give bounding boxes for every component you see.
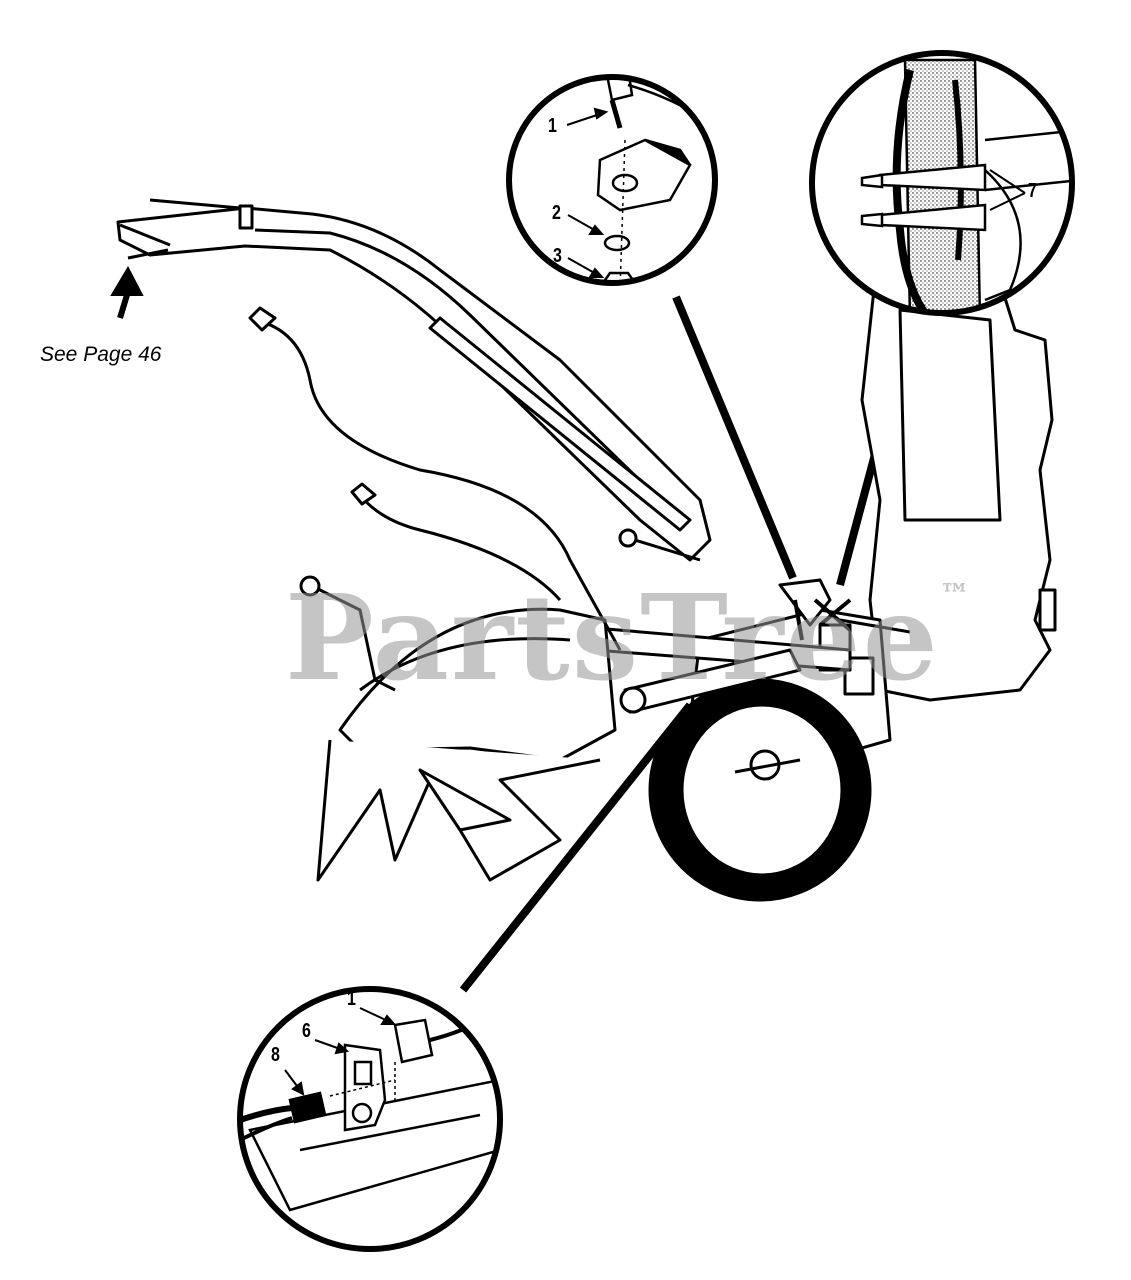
handlebar-inner	[149, 198, 241, 210]
tiller-body	[116, 198, 1057, 902]
callout-label-6: 6	[302, 1020, 311, 1042]
inset-bracket	[240, 989, 500, 1249]
see-page-arrow	[117, 294, 130, 319]
lock-washer	[603, 234, 631, 252]
frame-rail	[248, 1078, 500, 1212]
callout-label-2: 2	[552, 202, 561, 224]
callout-label-8: 8	[271, 1044, 280, 1066]
watermark: PartsTree™	[285, 568, 972, 707]
see-page-note: See Page 46	[40, 343, 162, 366]
callout-label-1-bottom: 1	[347, 988, 356, 1010]
callout-label-7: 7	[1028, 180, 1037, 202]
nut	[601, 271, 637, 283]
inset-cable-ties	[812, 53, 1072, 313]
connector	[288, 1091, 327, 1124]
callout-label-3: 3	[553, 245, 562, 267]
handlebar-upper	[116, 206, 712, 562]
callout-arrows	[110, 107, 609, 1096]
bolt	[604, 77, 634, 102]
handlebar-slot	[428, 316, 692, 532]
depth-bar	[309, 583, 396, 692]
control-cable-2	[358, 494, 562, 601]
control-cable-1	[254, 318, 622, 651]
engine	[860, 268, 1054, 702]
inset-hardware	[509, 77, 715, 283]
callout-label-1-top: 1	[548, 115, 557, 137]
switch	[393, 1018, 434, 1064]
tine-shield	[338, 607, 617, 762]
